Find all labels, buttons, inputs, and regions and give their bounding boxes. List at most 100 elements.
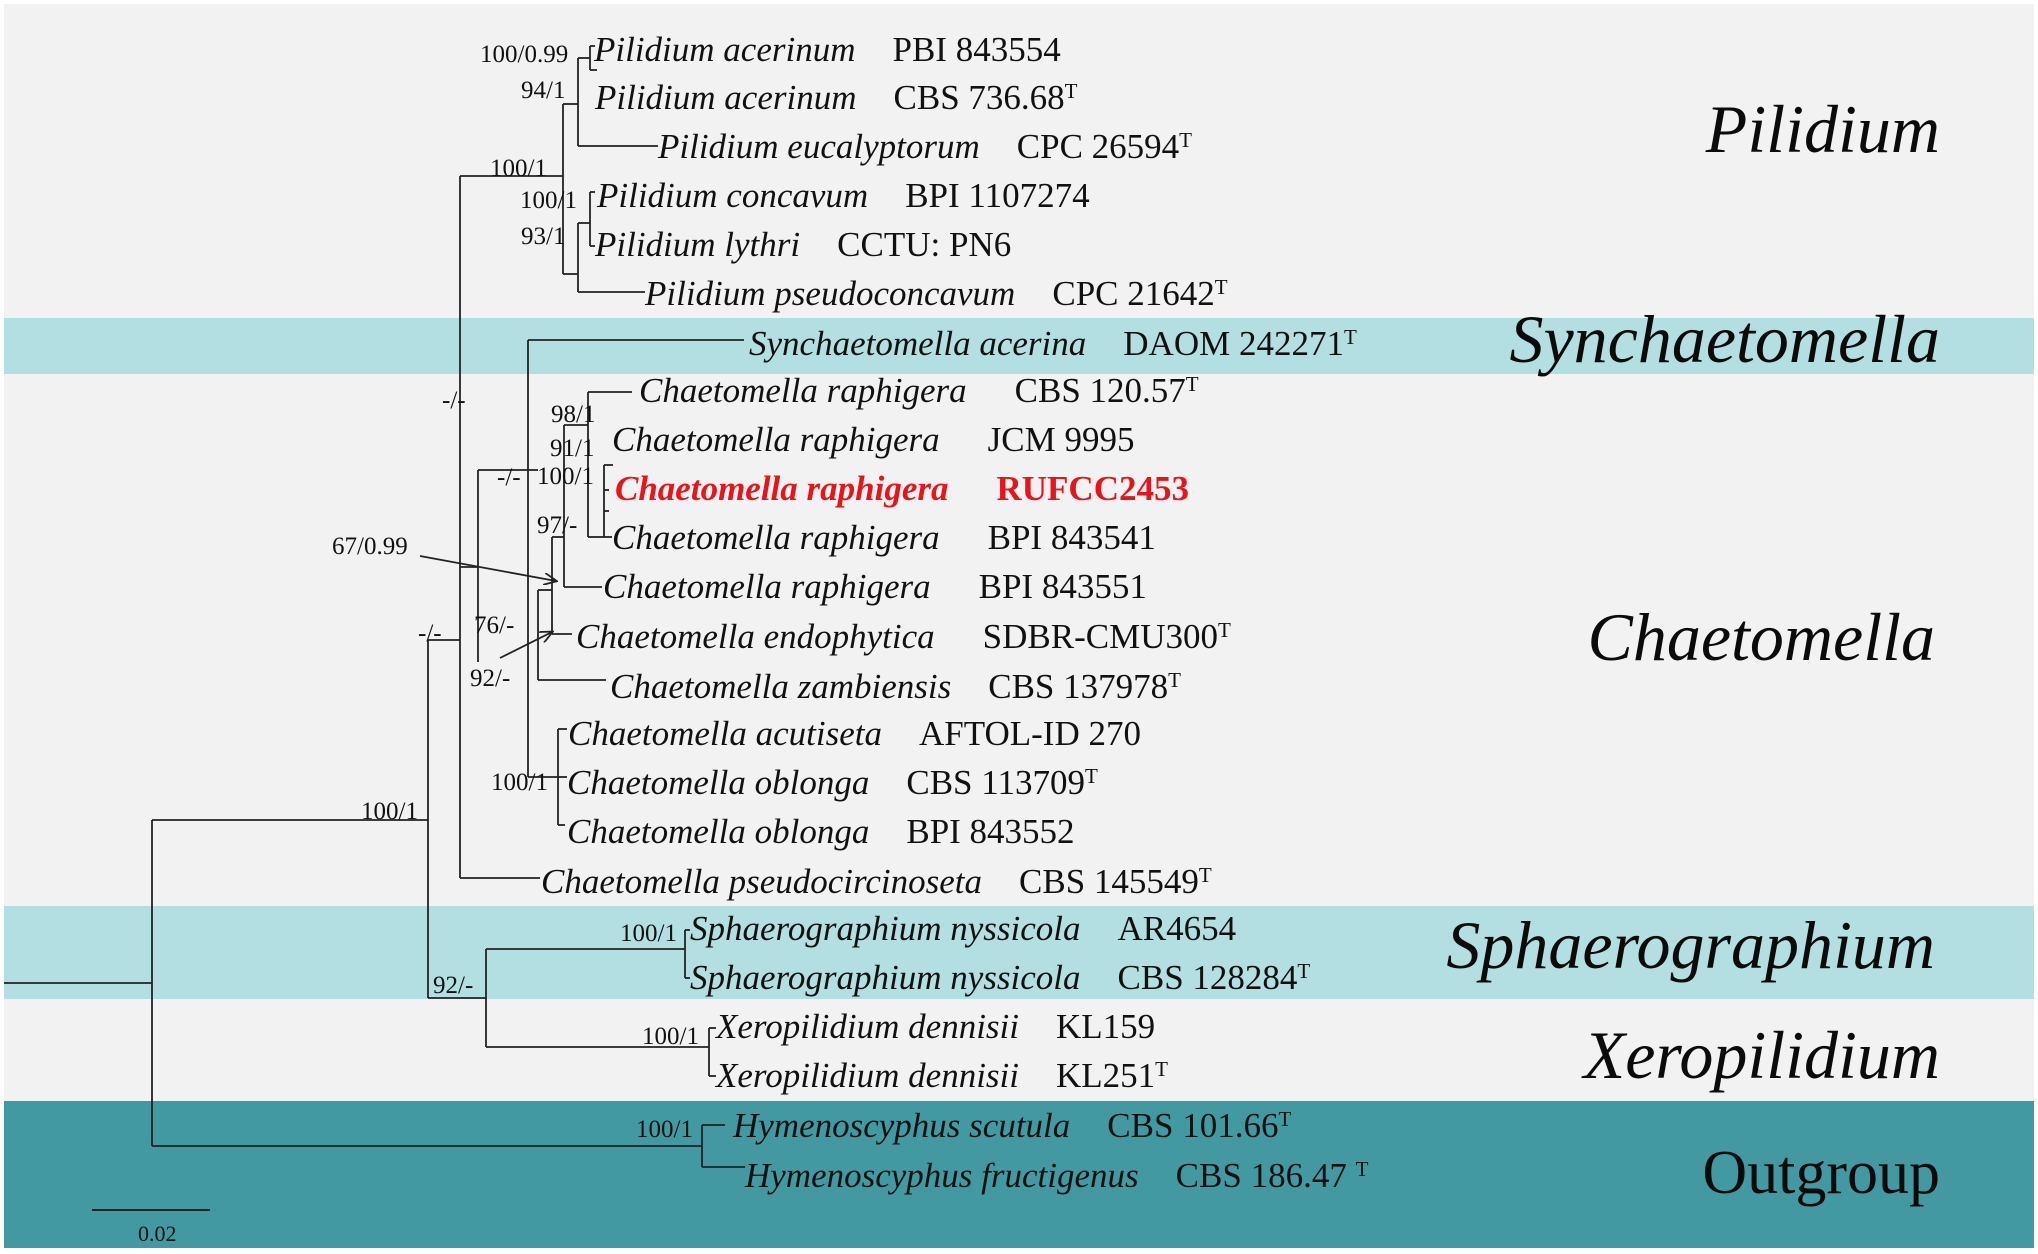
type-marker: T — [1344, 325, 1357, 349]
taxon-binomial: Chaetomella zambiensis — [610, 667, 951, 706]
taxon-label: Chaetomella raphigera BPI 843551 — [603, 567, 1147, 606]
node-support-value: 100/1 — [361, 798, 418, 825]
taxon-label: Chaetomella raphigera BPI 843541 — [612, 518, 1156, 557]
node-pointer-arrow — [419, 555, 556, 581]
node-pointer-arrow — [499, 632, 552, 659]
strain-id: RUFCC2453 — [997, 469, 1189, 508]
clade-label-chaetomella: Chaetomella — [1587, 599, 1935, 675]
strain-id: BPI 843541 — [988, 518, 1156, 557]
taxon-label: Hymenoscyphus fructigenus CBS 186.47 T — [744, 1156, 1369, 1195]
taxon-binomial: Chaetomella endophytica — [576, 617, 935, 656]
taxon-label: Sphaerographium nyssicola CBS 128284T — [690, 958, 1310, 997]
node-support-value: 100/1 — [642, 1023, 699, 1050]
scale-bar: 0.02 — [92, 1209, 210, 1246]
type-marker: T — [1085, 764, 1098, 788]
node-support-value: -/- — [442, 387, 466, 414]
node-support-value: 67/0.99 — [332, 533, 408, 560]
taxon-binomial: Sphaerographium nyssicola — [690, 958, 1081, 997]
strain-id: JCM 9995 — [988, 420, 1135, 459]
type-marker: T — [1186, 372, 1199, 396]
scale-bar-label: 0.02 — [138, 1221, 177, 1246]
strain-id: CPC 21642 — [1052, 274, 1214, 313]
type-marker: T — [1168, 668, 1181, 692]
strain-id: CBS 113709 — [906, 763, 1085, 802]
strain-id: CBS 736.68 — [894, 78, 1065, 117]
node-support-value: 91/1 — [550, 435, 594, 462]
strain-id: CCTU: PN6 — [837, 225, 1011, 264]
node-support-value: 100/0.99 — [480, 41, 568, 68]
clade-label-xeropilidium: Xeropilidium — [1581, 1017, 1940, 1093]
node-support-value: 76/- — [474, 612, 514, 639]
strain-id: CBS 145549 — [1019, 862, 1199, 901]
type-marker: T — [1199, 863, 1212, 887]
taxon-binomial: Xeropilidium dennisii — [714, 1056, 1019, 1095]
type-marker: T — [1155, 1057, 1168, 1081]
strain-id: KL159 — [1056, 1007, 1155, 1046]
taxon-binomial: Chaetomella oblonga — [567, 763, 869, 802]
taxon-binomial: Chaetomella acutiseta — [568, 714, 882, 753]
taxon-binomial: Chaetomella raphigera — [615, 469, 949, 508]
node-support-value: 100/1 — [620, 920, 677, 947]
strain-id: DAOM 242271 — [1123, 324, 1344, 363]
taxon-label: Chaetomella oblonga CBS 113709T — [567, 763, 1098, 802]
support-values: 100/0.9994/1100/1100/193/1-/-98/191/1100… — [332, 41, 699, 1143]
node-support-value: 100/1 — [490, 155, 547, 182]
taxon-binomial: Chaetomella raphigera — [612, 518, 940, 557]
taxon-label: Xeropilidium dennisii KL159 — [714, 1007, 1155, 1046]
clade-labels: PilidiumSynchaetomellaChaetomellaSphaero… — [1446, 91, 1940, 1207]
node-support-value: 100/1 — [636, 1116, 693, 1143]
strain-id: BPI 843551 — [979, 567, 1147, 606]
strain-id: BPI 843552 — [906, 812, 1074, 851]
type-marker: T — [1215, 275, 1228, 299]
taxon-binomial: Xeropilidium dennisii — [714, 1007, 1019, 1046]
taxon-binomial: Sphaerographium nyssicola — [690, 909, 1081, 948]
band-outgroup — [4, 1101, 2034, 1248]
type-marker: T — [1065, 79, 1078, 103]
node-support-value: 100/1 — [537, 463, 594, 490]
taxon-binomial: Chaetomella pseudocircinoseta — [541, 862, 982, 901]
node-support-value: 100/1 — [491, 769, 548, 796]
type-marker: T — [1297, 959, 1310, 983]
taxon-label: Pilidium acerinum CBS 736.68T — [594, 78, 1078, 117]
type-marker: T — [1356, 1157, 1369, 1181]
taxon-binomial: Pilidium acerinum — [594, 78, 857, 117]
taxon-label: Chaetomella raphigera RUFCC2453 — [615, 469, 1189, 508]
node-support-value: -/- — [418, 620, 442, 647]
node-support-value: 93/1 — [521, 223, 565, 250]
taxon-binomial: Chaetomella oblonga — [567, 812, 869, 851]
taxon-binomial: Pilidium concavum — [596, 176, 868, 215]
clade-label-synchaetomella: Synchaetomella — [1509, 301, 1940, 377]
strain-id: CPC 26594 — [1017, 127, 1179, 166]
taxon-binomial: Chaetomella raphigera — [603, 567, 931, 606]
taxon-label: Chaetomella pseudocircinoseta CBS 145549T — [541, 862, 1212, 901]
strain-id: KL251 — [1056, 1056, 1155, 1095]
taxon-binomial: Pilidium pseudoconcavum — [644, 274, 1015, 313]
type-marker: T — [1218, 618, 1231, 642]
node-support-value: 92/- — [470, 665, 510, 692]
clade-label-outgroup: Outgroup — [1702, 1139, 1940, 1207]
node-support-value: 98/1 — [551, 401, 595, 428]
taxon-binomial: Hymenoscyphus fructigenus — [744, 1156, 1139, 1195]
strain-id: CBS 186.47 — [1176, 1156, 1356, 1195]
taxon-label: Xeropilidium dennisii KL251T — [714, 1056, 1168, 1095]
panel-background — [4, 4, 2034, 1248]
taxon-binomial: Pilidium acerinum — [593, 30, 856, 69]
tree-branches — [4, 45, 745, 1168]
strain-id: CBS 128284 — [1118, 958, 1298, 997]
clade-label-sphaerographium: Sphaerographium — [1446, 907, 1935, 983]
clade-label-pilidium: Pilidium — [1705, 91, 1940, 167]
band-synchaetomella — [4, 318, 2034, 374]
